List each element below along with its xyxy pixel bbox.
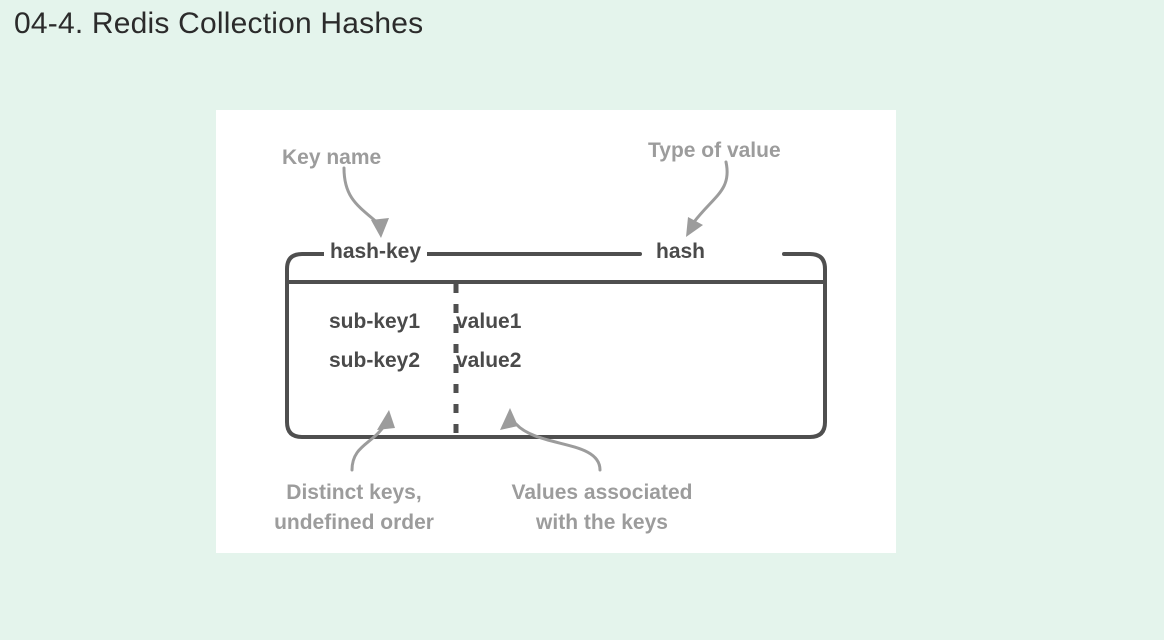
hash-structure-diagram — [285, 160, 827, 472]
annotation-distinct-keys-line2: undefined order — [274, 510, 434, 534]
distinct-keys-arrow-icon — [350, 410, 395, 472]
annotation-values-associated-line1: Values associated — [511, 481, 693, 504]
annotation-values-associated: Values associated with the keys — [496, 478, 708, 538]
values-associated-arrow-icon — [500, 408, 602, 472]
table-row-key: sub-key2 — [329, 349, 421, 372]
table-row-key: sub-key1 — [329, 310, 421, 333]
annotation-distinct-keys: Distinct keys, undefined order — [254, 478, 454, 538]
table-row-value: value2 — [456, 349, 522, 372]
diagram-panel: hash-key hash sub-key1 value1 sub-key2 v… — [216, 110, 896, 553]
annotation-values-associated-line2: with the keys — [536, 510, 668, 534]
annotation-distinct-keys-line1: Distinct keys, — [286, 481, 422, 504]
table-row-value: value1 — [456, 310, 522, 333]
annotation-type-of-value: Type of value — [648, 139, 781, 162]
hash-container-outline — [285, 252, 827, 439]
key-name-arrow-icon — [342, 166, 389, 238]
hash-type-label: hash — [650, 240, 712, 264]
annotation-key-name: Key name — [282, 146, 382, 169]
type-of-value-arrow-icon — [686, 160, 729, 237]
page-title: 04-4. Redis Collection Hashes — [14, 7, 424, 40]
hash-key-label: hash-key — [324, 240, 428, 264]
